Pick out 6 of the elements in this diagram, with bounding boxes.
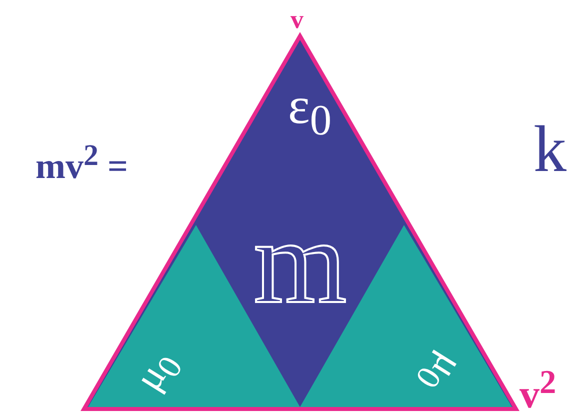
permittivity-symbol: ε$_{0}$: [288, 81, 332, 143]
equation-label: mv$^{2}$ =: [36, 140, 128, 184]
vertex-label: v$^{2}$: [520, 366, 556, 414]
mass-symbol: m: [254, 202, 347, 322]
vertex-label: v: [290, 7, 304, 33]
cropped-letter: k: [534, 117, 566, 183]
